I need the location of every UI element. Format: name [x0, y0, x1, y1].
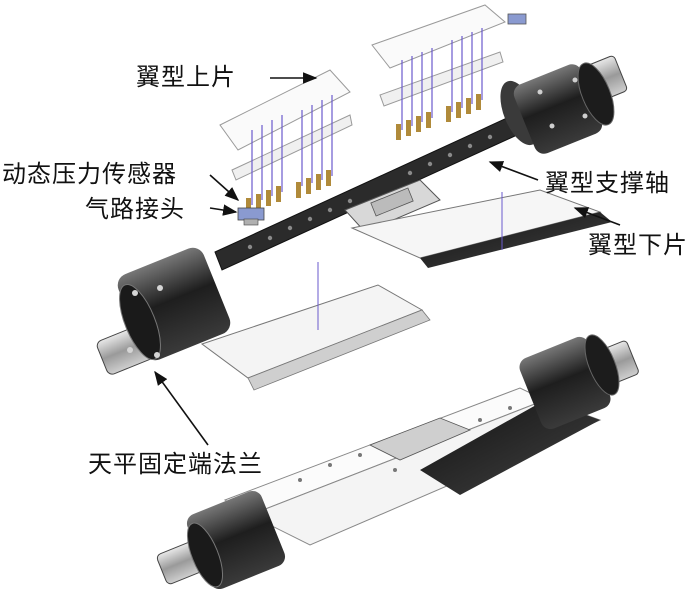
flange-upper-right [500, 55, 628, 154]
arrow-pressure-sensor [209, 174, 240, 201]
air-connector-part [237, 207, 265, 226]
label-support-shaft: 翼型支撑轴 [545, 169, 670, 197]
label-air-connector: 气路接头 [85, 195, 185, 223]
label-wing-lower: 翼型下片 [588, 231, 688, 259]
label-balance-flange: 天平固定端法兰 [88, 450, 263, 478]
assembled-wing [156, 334, 639, 589]
flange-upper-left [96, 247, 231, 375]
wing-upper-right-frame [371, 4, 527, 140]
arrow-support-shaft [488, 161, 539, 181]
label-wing-upper: 翼型上片 [136, 63, 236, 91]
arrow-balance-flange [154, 370, 209, 446]
arrow-wing-lower [573, 207, 621, 226]
wing-lower-plates [200, 189, 612, 391]
label-pressure-sensor: 动态压力传感器 [2, 160, 177, 188]
wing-upper-left-frame [219, 69, 353, 214]
arrow-air-connector [209, 204, 238, 216]
leader-arrows [154, 72, 621, 446]
wing-support-shaft [214, 111, 529, 271]
